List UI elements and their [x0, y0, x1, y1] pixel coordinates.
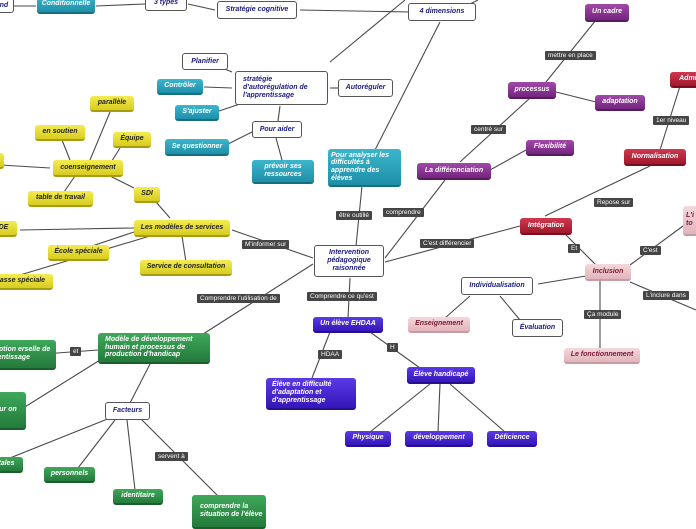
link-label-et-small: et [70, 347, 82, 356]
node-inclusion[interactable]: Inclusion [585, 264, 631, 281]
link-label-minformer-sur: M'informer sur [242, 240, 290, 249]
link-label-comprendre-utilisation: Comprendre l'utilisation de [197, 294, 280, 303]
node-evaluation[interactable]: Évaluation [512, 319, 563, 337]
link-label-1er-niveau: 1er niveau [653, 116, 690, 125]
node-developpement[interactable]: développement [405, 431, 473, 447]
node-ecole-speciale[interactable]: École spéciale [48, 245, 109, 261]
node-conditionnelle[interactable]: Conditionnelle [37, 0, 95, 14]
node-3-types[interactable]: 3 types [145, 0, 187, 11]
node-fonctionnement[interactable]: Le fonctionnement [564, 348, 640, 364]
node-un-eleve-ehdaa[interactable]: Un élève EHDAA [313, 317, 383, 333]
node-conception-fragment[interactable]: eption erselle de rentissage [0, 340, 56, 370]
node-processus[interactable]: processus [508, 82, 556, 99]
node-classe-speciale-fragment[interactable]: lasse spéciale [0, 274, 53, 290]
node-table-travail[interactable]: table de travail [28, 191, 93, 207]
node-se-questionner[interactable]: Se questionner [165, 139, 229, 156]
node-4-dimensions[interactable]: 4 dimensions [408, 3, 476, 21]
node-sdi[interactable]: SDI [134, 187, 160, 203]
node-flexibilite[interactable]: Flexibilité [526, 140, 574, 156]
node-adaptation[interactable]: adaptation [595, 95, 645, 111]
node-en-soutien[interactable]: en soutien [35, 125, 85, 141]
node-coenseignement[interactable]: coenseignement [53, 160, 123, 177]
link-label-servent-a: servent à [155, 452, 188, 461]
node-enseignement[interactable]: Enseignement [408, 317, 470, 333]
link-label-linclure-dans: L'inclure dans [643, 291, 689, 300]
link-label-mettre-en-place: mettre en place [545, 51, 596, 60]
node-normalisation[interactable]: Normalisation [624, 149, 686, 166]
node-un-cadre[interactable]: Un cadre [585, 4, 629, 22]
node-pour-analyser[interactable]: Pour analyser les difficultés à apprendr… [328, 149, 401, 187]
node-controler[interactable]: Contrôler [157, 79, 203, 95]
link-label-hdaa: HDAA [318, 350, 343, 359]
link-label-cest-differencier: C'est différencier [420, 239, 475, 248]
node-prevoir-ressources[interactable]: prévoir ses ressources [252, 160, 314, 184]
node-admin-fragment[interactable]: Admin [670, 72, 696, 88]
node-parallele[interactable]: parallèle [90, 96, 134, 112]
link-label-centre-sur: centré sur [471, 125, 506, 134]
node-deficience[interactable]: Déficience [487, 431, 537, 447]
node-physique[interactable]: Physique [345, 431, 391, 447]
node-planifier[interactable]: Planifier [182, 53, 228, 70]
node-comprendre-situation[interactable]: comprendre la situation de l'élève [192, 495, 266, 529]
node-linclusion-fragment[interactable]: L'i te to [683, 206, 696, 236]
node-eleve-handicape[interactable]: Élève handicapé [407, 367, 475, 384]
node-modele-developpement[interactable]: Modèle de développement humain et proces… [98, 333, 210, 364]
link-label-ca-module: Ça module [584, 310, 622, 319]
link-label-et: Et [568, 244, 581, 253]
node-integration[interactable]: Intégration [520, 218, 572, 235]
node-personnels[interactable]: personnels [44, 467, 95, 483]
node-strategie-autoregulation[interactable]: stratégie d'autorégulation de l'apprenti… [235, 71, 328, 105]
node-and-fragment[interactable]: and [0, 0, 14, 13]
link-label-h: H [387, 343, 398, 352]
link-label-comprendre: comprendre [383, 208, 424, 217]
node-identitaire[interactable]: identitaire [113, 489, 163, 505]
node-autoreguler[interactable]: Autoréguler [338, 79, 393, 97]
node-tales-fragment[interactable]: tales [0, 457, 23, 473]
node-yellow-edge-fragment[interactable] [0, 153, 4, 169]
node-differenciation[interactable]: La différenciation [417, 163, 491, 180]
node-sajuster[interactable]: S'ajuster [175, 105, 219, 121]
node-pour-fragment[interactable]: our on [0, 392, 26, 430]
node-modeles-services[interactable]: Les modèles de services [134, 220, 230, 237]
node-eleve-difficulte[interactable]: Élève en difficulté d'adaptation et d'ap… [266, 378, 356, 410]
node-strategie-cognitive[interactable]: Stratégie cognitive [217, 1, 297, 19]
node-service-consultation[interactable]: Service de consultation [140, 260, 232, 276]
link-label-comprendre-ce-quest: Comprendre ce qu'est [307, 292, 377, 301]
link-label-etre-outille: être outillé [336, 211, 372, 220]
node-facteurs[interactable]: Facteurs [105, 402, 150, 420]
node-de-fragment[interactable]: DE [0, 221, 17, 237]
link-label-cest: C'est [640, 246, 661, 255]
node-pour-aider[interactable]: Pour aider [252, 121, 302, 138]
node-equipe[interactable]: Équipe [113, 132, 151, 148]
node-center[interactable]: Intervention pédagogique raisonnée [314, 245, 384, 277]
node-individualisation[interactable]: Individualisation [461, 277, 533, 295]
link-label-repose-sur: Repose sur [594, 198, 634, 207]
